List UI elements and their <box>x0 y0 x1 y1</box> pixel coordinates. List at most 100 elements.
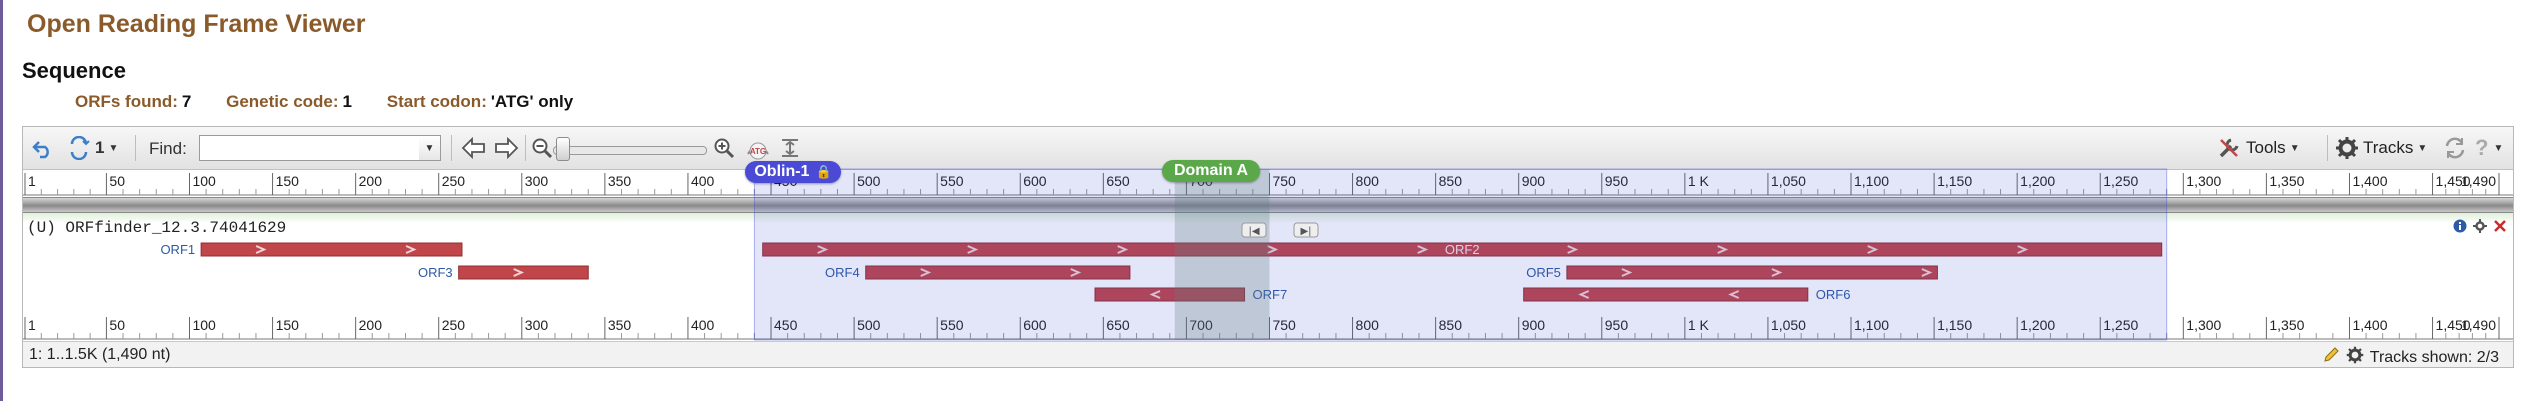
ruler-tick-label: 1,050 <box>1771 317 1806 333</box>
history-icon <box>70 136 90 160</box>
track-title: (U) ORFfinder_12.3.74041629 <box>27 219 287 237</box>
strand-arrow-icon <box>920 268 932 277</box>
ruler-tick-label: 950 <box>1605 317 1629 333</box>
next-feature-button[interactable] <box>493 135 519 161</box>
strand-arrow-icon <box>817 245 829 254</box>
help-menu-button[interactable]: ? ▼ <box>2475 135 2503 161</box>
refresh-button[interactable] <box>2443 135 2467 161</box>
genetic-code-label: Genetic code: <box>226 92 339 111</box>
fit-to-window-button[interactable] <box>779 135 801 161</box>
edit-pencil-icon[interactable] <box>2322 346 2340 367</box>
atg-codon-button[interactable]: ATG <box>745 135 771 161</box>
ruler-tick-label: 900 <box>1522 173 1546 189</box>
ruler-tick-label: 100 <box>192 173 216 189</box>
marker-oblin-1[interactable]: Oblin-1 🔒 <box>745 161 841 183</box>
ruler-tick-label: 1,100 <box>1854 317 1889 333</box>
ruler-tick-label: 550 <box>940 173 964 189</box>
strand-arrow-icon <box>1578 290 1590 299</box>
ruler-tick-label: 850 <box>1439 317 1463 333</box>
zoom-slider-track[interactable] <box>553 146 707 155</box>
wrench-icon <box>2219 138 2239 158</box>
app-title: Open Reading Frame Viewer <box>27 10 366 38</box>
help-icon: ? <box>2475 135 2489 160</box>
strand-arrow-icon <box>1771 268 1783 277</box>
orf-orf7[interactable]: ORF7 <box>1094 287 1288 302</box>
track-highlight-band <box>23 213 2513 223</box>
ruler-tick-label: 800 <box>1356 317 1380 333</box>
ruler-tick-label: 1,300 <box>2186 317 2221 333</box>
orf-label: ORF4 <box>825 265 860 280</box>
info-icon[interactable] <box>2453 219 2467 238</box>
orf-orf3[interactable]: ORF3 <box>418 265 589 280</box>
zoom-out-icon <box>532 138 553 159</box>
orf-label: ORF1 <box>160 242 195 257</box>
tracks-label: Tracks <box>2363 138 2414 157</box>
track-settings-icon[interactable] <box>2473 219 2487 238</box>
ruler-tick-label: 1,450 <box>2436 317 2471 333</box>
ruler-tick-label: 650 <box>1106 173 1130 189</box>
close-icon[interactable] <box>2493 219 2507 238</box>
ruler-tick-label: 200 <box>359 173 383 189</box>
ruler-tick-label: 1,150 <box>1937 317 1972 333</box>
refresh-icon <box>2445 137 2465 159</box>
orf-label: ORF7 <box>1253 287 1288 302</box>
ruler-tick-label: 750 <box>1272 317 1296 333</box>
ruler-tick-label: 550 <box>940 317 964 333</box>
ruler-tick-label: 700 <box>1189 317 1213 333</box>
strand-arrow-icon <box>1117 245 1129 254</box>
strand-arrow-icon <box>1921 268 1933 277</box>
ruler-tick-label: 150 <box>276 173 300 189</box>
strand-arrow-icon <box>1149 290 1161 299</box>
tools-menu-button[interactable]: Tools ▼ <box>2217 135 2300 161</box>
ruler-tick-label: 450 <box>774 317 798 333</box>
zoom-slider-handle[interactable] <box>556 137 570 161</box>
orf-orf4[interactable]: ORF4 <box>825 265 1131 280</box>
orf-bar[interactable] <box>1523 287 1809 302</box>
zoom-out-button[interactable] <box>531 135 553 161</box>
orf-bar[interactable] <box>200 242 463 257</box>
strand-arrow-icon <box>1567 245 1579 254</box>
gear-icon[interactable] <box>2346 346 2364 367</box>
arrow-right-icon <box>495 136 519 160</box>
chevron-down-icon: ▼ <box>2493 142 2504 154</box>
find-input[interactable] <box>199 135 421 161</box>
tracks-shown-text: Tracks shown: 2/3 <box>2369 348 2499 366</box>
ruler-tick-label: 1,300 <box>2186 173 2221 189</box>
orf-summary: ORFs found:7 Genetic code:1 Start codon:… <box>75 92 603 112</box>
history-button[interactable]: 1 ▼ <box>67 135 118 161</box>
orf-bar[interactable] <box>762 242 2163 257</box>
strand-arrow-icon <box>1867 245 1879 254</box>
tracks-shown-status: Tracks shown: 2/3 <box>2322 346 2499 367</box>
ruler-tick-label: 1,250 <box>2103 317 2138 333</box>
find-dropdown-button[interactable]: ▼ <box>419 135 441 161</box>
orf-bar[interactable] <box>1094 287 1246 302</box>
tracks-menu-button[interactable]: Tracks ▼ <box>2335 135 2427 161</box>
orf-bar[interactable] <box>865 265 1131 280</box>
start-codon-label: Start codon: <box>386 92 487 111</box>
ruler-tick-label: 500 <box>857 173 881 189</box>
chevron-down-icon: ▼ <box>424 142 435 154</box>
strand-arrow-icon <box>967 245 979 254</box>
orf-orf6[interactable]: ORF6 <box>1523 287 1851 302</box>
strand-arrow-icon <box>513 268 525 277</box>
orf-orf1[interactable]: ORF1 <box>160 242 463 257</box>
toolbar-divider <box>525 135 526 161</box>
sequence-track-bar <box>23 197 2513 213</box>
ruler-tick-label: 950 <box>1605 173 1629 189</box>
toolbar-divider <box>2327 135 2328 161</box>
ruler-background <box>23 170 2513 196</box>
undo-icon[interactable] <box>31 135 55 161</box>
orfs-found-label: ORFs found: <box>75 92 178 111</box>
orf-bar[interactable] <box>1566 265 1938 280</box>
previous-feature-button[interactable] <box>461 135 487 161</box>
orf-orf2[interactable]: ORF2 <box>762 242 2163 257</box>
orf-label: ORF6 <box>1816 287 1851 302</box>
marker-domain-a[interactable]: Domain A <box>1162 160 1260 182</box>
fit-to-window-icon <box>782 139 798 157</box>
zoom-in-button[interactable] <box>713 135 735 161</box>
orf-orf5[interactable]: ORF5 <box>1526 265 1938 280</box>
ruler-tick-label: 1,490 <box>2461 317 2496 333</box>
ruler-tick-label: 900 <box>1522 317 1546 333</box>
